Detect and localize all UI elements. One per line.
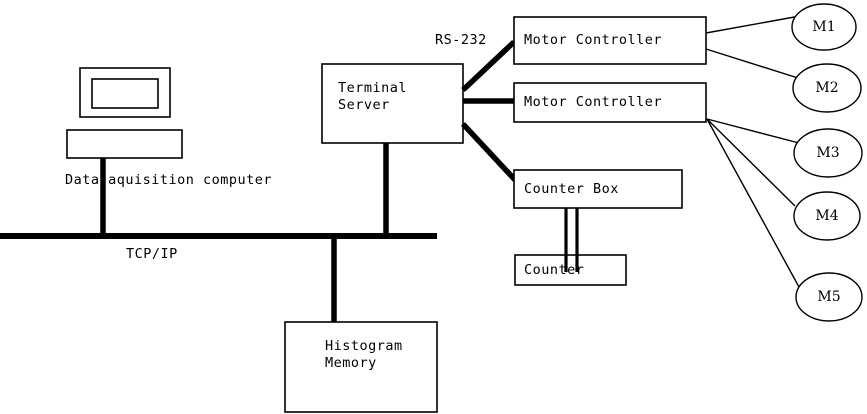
motor-controller-1-to-m1-link: [705, 15, 801, 34]
terminal-server-label-line1: Terminal: [338, 80, 408, 96]
motor-controller-2-box: [513, 82, 707, 123]
motor-m1-ellipse: [791, 3, 857, 51]
motor-controller-2-to-m4-link: [706, 118, 796, 207]
motor-m1-label: M1: [812, 19, 836, 35]
motor-m3-label: M3: [816, 145, 840, 161]
motor-m2-label: M2: [815, 80, 839, 96]
motor-m4-ellipse: [793, 191, 861, 241]
motor-controller-2-to-m3-link: [706, 118, 800, 144]
terminal-server-label-line2: Server: [338, 97, 390, 113]
motor-controller-1-label: Motor Controller: [524, 32, 663, 48]
motor-controller-2-to-m5-link: [706, 118, 800, 288]
computer-monitor-screen: [91, 78, 159, 109]
counter-box-label: Counter Box: [524, 181, 619, 197]
histogram-memory-label-line2: Memory: [325, 355, 377, 371]
terminal-server-to-motor-controller-1-link: [461, 39, 516, 93]
counter-box-box: [513, 169, 683, 209]
histogram-memory-label-line1: Histogram: [325, 338, 403, 354]
motor-controller-1-box: [513, 16, 707, 65]
motor-m4-label: M4: [815, 208, 839, 224]
computer-chassis: [66, 129, 183, 159]
motor-m2-ellipse: [792, 63, 862, 113]
counter-box: [514, 254, 627, 286]
motor-m5-label: M5: [817, 289, 841, 305]
motor-m3-ellipse: [793, 128, 863, 178]
motor-controller-1-to-m2-link: [705, 48, 799, 79]
motor-controller-2-label: Motor Controller: [524, 94, 663, 110]
tcpip-label: TCP/IP: [126, 246, 178, 262]
rs232-label: RS-232: [435, 32, 487, 48]
histogram-memory-box: [284, 321, 438, 413]
motor-m5-ellipse: [795, 272, 863, 322]
data-acquisition-computer-label: Data aquisition computer: [65, 172, 273, 188]
terminal-server-box: [321, 63, 464, 144]
terminal-server-to-counter-box-link: [460, 122, 520, 184]
counter-label: Counter: [524, 262, 585, 278]
